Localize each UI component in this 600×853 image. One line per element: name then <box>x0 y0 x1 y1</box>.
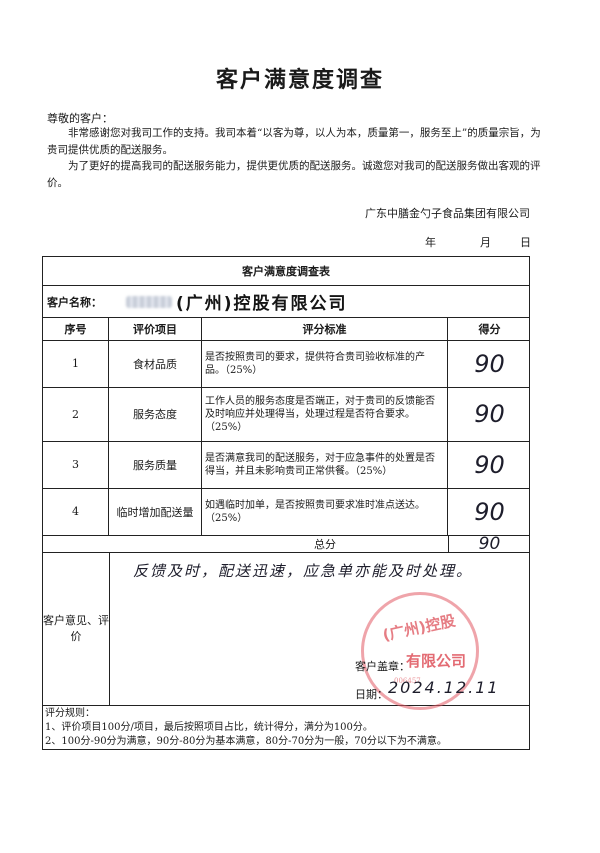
row-criteria: 如遇临时加单，是否按照贵司要求准时准点送达。（25%） <box>202 488 448 535</box>
customer-row: 客户名称： (广州)控股有限公司 <box>43 285 529 318</box>
row-criteria: 工作人员的服务态度是否端正，对于贵司的反馈能否及时响应并处理得当，处理过程是否符… <box>202 387 448 441</box>
row-criteria: 是否按照贵司的要求，提供符合贵司验收标准的产品。（25%） <box>202 340 448 387</box>
table-header-row: 序号 评价项目 评分标准 得分 <box>43 317 529 341</box>
customer-label: 客户名称： <box>47 296 102 309</box>
intro-paragraph-2: 为了更好的提高我司的配送服务能力，提供更优质的配送服务。诚邀您对我司的配送服务做… <box>47 160 541 189</box>
opinion-row: 客户意见、评价 反馈及时，配送迅速，应急单亦能及时处理。 (广州)控股 有限公司… <box>43 552 529 710</box>
company-name: 广东中膳金勺子食品集团有限公司 <box>365 207 530 220</box>
rules-section: 评分规则： 1、评价项目100分/项目，最后按照项目占比，统计得分，满分为100… <box>43 705 529 751</box>
header-score: 得分 <box>478 322 501 336</box>
greeting: 尊敬的客户： <box>47 112 113 125</box>
survey-table: 客户满意度调查表 客户名称： (广州)控股有限公司 序号 评价项目 评分标准 得… <box>42 256 530 750</box>
total-row: 总分 90 <box>43 533 529 554</box>
row-item: 服务态度 <box>109 387 202 441</box>
page-title: 客户满意度调查 <box>215 67 384 93</box>
intro-paragraph-1: 非常感谢您对我司工作的支持。我司本着“以客为尊，以人为本，质量第一，服务至上”的… <box>47 127 541 156</box>
row-criteria: 是否满意我司的配送服务，对于应急事件的处置是否得当，并且未影响贵司正常供餐。（2… <box>202 441 448 488</box>
date-day-label: 日 <box>520 236 531 249</box>
table-row: 2 服务态度 工作人员的服务态度是否端正，对于贵司的反馈能否及时响应并处理得当，… <box>43 387 529 442</box>
redacted-name <box>126 296 172 308</box>
signed-date: 2024.12.11 <box>388 678 500 697</box>
row-score: 90 <box>474 450 505 479</box>
opinion-label: 客户意见、评价 <box>43 552 110 705</box>
row-score: 90 <box>474 497 505 526</box>
total-score: 90 <box>478 533 501 554</box>
row-item: 服务质量 <box>109 441 202 488</box>
total-label: 总分 <box>202 535 449 552</box>
row-item: 食材品质 <box>109 340 202 387</box>
row-score: 90 <box>474 349 505 378</box>
stamp-label: 客户盖章： <box>355 660 410 673</box>
header-item: 评价项目 <box>109 317 202 340</box>
row-no: 1 <box>43 340 109 387</box>
header-no: 序号 <box>43 317 109 340</box>
table-row: 3 服务质量 是否满意我司的配送服务，对于应急事件的处置是否得当，并且未影响贵司… <box>43 441 529 489</box>
row-no: 2 <box>43 387 109 441</box>
row-no: 4 <box>43 488 109 535</box>
date-month-label: 月 <box>480 236 491 249</box>
company-seal-icon: (广州)控股 有限公司 006457 <box>361 592 479 710</box>
row-item: 临时增加配送量 <box>109 488 202 535</box>
table-row: 4 临时增加配送量 如遇临时加单，是否按照贵司要求准时准点送达。（25%） 90 <box>43 488 529 536</box>
customer-name: (广州)控股有限公司 <box>176 294 348 314</box>
table-row: 1 食材品质 是否按照贵司的要求，提供符合贵司验收标准的产品。（25%） 90 <box>43 340 529 388</box>
header-criteria: 评分标准 <box>202 317 448 340</box>
rule-2: 2、100分-90分为满意，90分-80分为基本满意，80分-70分为一般，70… <box>45 736 447 747</box>
date-label: 日期： <box>355 688 388 701</box>
rules-title: 评分规则： <box>45 708 95 719</box>
table-title: 客户满意度调查表 <box>43 257 529 286</box>
opinion-text: 反馈及时，配送迅速，应急单亦能及时处理。 <box>133 562 474 580</box>
row-score: 90 <box>474 400 505 428</box>
rule-1: 1、评价项目100分/项目，最后按照项目占比，统计得分，满分为100分。 <box>45 722 373 733</box>
row-no: 3 <box>43 441 109 488</box>
date-year-label: 年 <box>425 236 436 249</box>
